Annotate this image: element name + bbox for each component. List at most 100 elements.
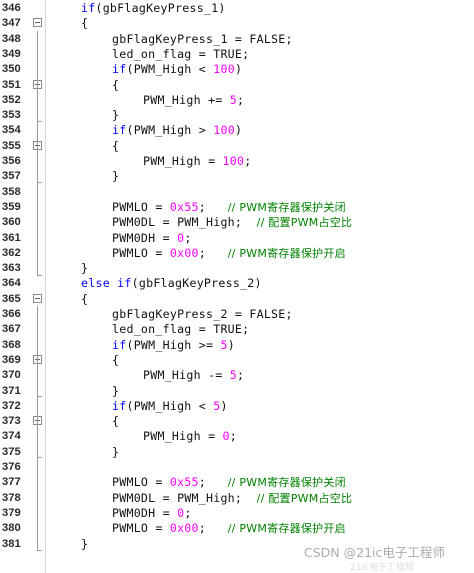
fold-guide-end <box>37 550 42 551</box>
line-number: 346 <box>2 2 21 14</box>
code-line[interactable]: 348 gbFlagKeyPress_1 = FALSE; <box>0 32 474 47</box>
code-token: } <box>112 108 120 123</box>
comment-token: // PWM寄存器保护开启 <box>227 246 346 260</box>
fold-guide-end <box>37 396 42 397</box>
code-token: (PWM_High > <box>126 123 214 138</box>
code-line[interactable]: 375} <box>0 445 474 460</box>
code-line[interactable]: 369{ <box>0 353 474 368</box>
code-token: PWM0DL = PWM_High; <box>112 490 257 505</box>
code-token: gbFlagKeyPress_1 = FALSE; <box>112 31 293 46</box>
code-line[interactable]: 371} <box>0 384 474 399</box>
code-token: led_on_flag = TRUE; <box>112 322 250 337</box>
fold-guide-end <box>37 457 42 458</box>
line-number: 360 <box>2 216 21 229</box>
watermark-text: CSDN @21ic电子工程师 <box>304 545 445 560</box>
code-token: (gbFlagKeyPress_2) <box>131 276 262 291</box>
line-number: 353 <box>2 109 21 122</box>
line-number: 372 <box>2 399 21 412</box>
code-token: ; <box>198 199 228 214</box>
code-token: ; <box>244 154 252 168</box>
number-token: 0 <box>177 505 185 520</box>
code-line[interactable]: 381} <box>0 537 474 552</box>
code-token: ; <box>237 368 245 383</box>
code-token: { <box>112 414 120 429</box>
keyword-token: if <box>112 398 127 413</box>
line-number: 361 <box>2 231 21 244</box>
code-token: (PWM_High < <box>126 398 214 413</box>
code-token: { <box>112 138 120 153</box>
code-line[interactable]: 376 <box>0 460 474 475</box>
code-line[interactable]: 355 { <box>0 139 474 154</box>
code-text: PWMLO = 0x55; // PWM寄存器保护关闭 <box>112 475 346 490</box>
fold-guide-line <box>37 367 38 396</box>
code-text: } <box>112 445 119 460</box>
line-number: 356 <box>2 155 21 167</box>
comment-token: // PWM寄存器保护开启 <box>227 522 346 536</box>
code-token: { <box>81 16 89 31</box>
collapse-icon[interactable] <box>33 293 42 303</box>
code-token: { <box>112 352 120 367</box>
code-text: { <box>81 16 88 31</box>
code-line[interactable]: 351{ <box>0 78 474 93</box>
code-token: PWM0DH = <box>112 230 178 245</box>
line-number: 374 <box>2 430 21 443</box>
code-line[interactable]: 347{ <box>0 16 474 31</box>
code-text: { <box>81 292 88 307</box>
line-number: 358 <box>2 185 21 198</box>
line-number: 376 <box>2 461 21 473</box>
code-token: } <box>112 169 120 184</box>
code-line[interactable]: 358 <box>0 185 474 200</box>
keyword-token: if <box>112 337 127 352</box>
number-token: 100 <box>213 123 235 138</box>
code-text: gbFlagKeyPress_1 = FALSE; <box>112 32 293 47</box>
watermark-ghost-text: 21ic电子工程师 <box>350 563 414 573</box>
number-token: 5 <box>213 398 221 413</box>
code-text: PWMLO = 0x00; // PWM寄存器保护开启 <box>112 246 346 261</box>
code-token: ; <box>198 521 228 536</box>
code-token: ) <box>234 62 243 77</box>
line-number: 355 <box>2 139 21 152</box>
code-text: led_on_flag = TRUE; <box>112 47 249 62</box>
code-text: if(PWM_High > 100) <box>112 123 242 138</box>
line-number: 363 <box>2 262 21 275</box>
code-token: PWM_High = <box>143 154 223 168</box>
number-token: 5 <box>229 368 237 383</box>
code-line[interactable]: 373{ <box>0 414 474 429</box>
collapse-icon[interactable] <box>33 18 42 28</box>
code-line[interactable]: 363} <box>0 261 474 276</box>
code-line[interactable]: 353} <box>0 108 474 123</box>
line-number: 357 <box>2 170 21 183</box>
line-number: 371 <box>2 384 21 397</box>
code-line[interactable]: 365{ <box>0 292 474 307</box>
code-line[interactable]: 357} <box>0 169 474 184</box>
code-token: led_on_flag = TRUE; <box>112 46 250 61</box>
code-text: } <box>112 108 119 123</box>
code-token: PWM_High += <box>143 92 230 107</box>
keyword-token: else if <box>81 276 132 291</box>
line-number: 348 <box>2 32 21 45</box>
code-token: } <box>81 261 89 276</box>
comment-token: // 配置PWM占空比 <box>256 216 353 230</box>
